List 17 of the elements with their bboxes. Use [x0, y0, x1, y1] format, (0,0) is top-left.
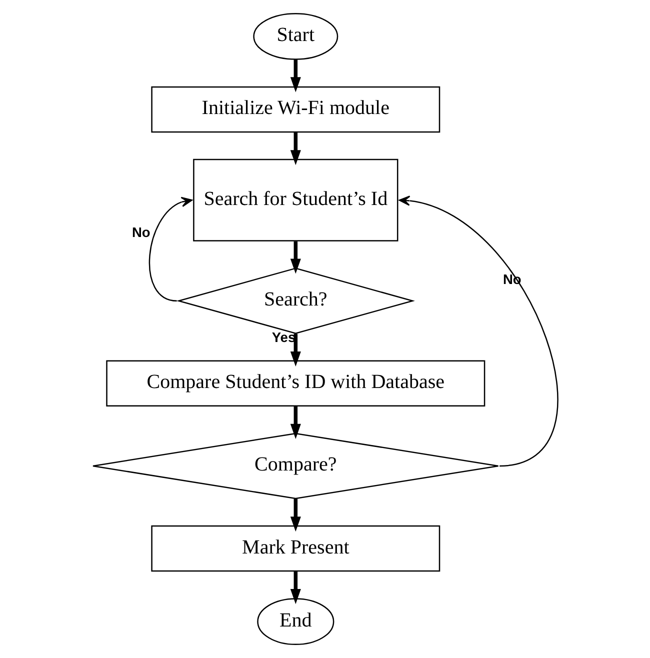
node-box: Search for Student’s Id — [192, 158, 398, 242]
node-diamond: Compare? — [92, 432, 498, 500]
node-ellipse: Start — [252, 12, 338, 60]
arrow — [148, 196, 192, 302]
arrow — [290, 241, 300, 274]
node-box: Mark Present — [150, 525, 440, 572]
arrow — [290, 60, 300, 92]
edge-label: No — [131, 225, 150, 240]
arrow — [290, 334, 300, 367]
node-ellipse: End — [256, 598, 334, 646]
arrow — [398, 196, 558, 467]
arrow — [290, 571, 300, 604]
arrow — [290, 498, 300, 532]
node-box: Initialize Wi-Fi module — [150, 86, 440, 133]
node-box: Compare Student’s ID with Database — [106, 360, 485, 407]
arrow — [290, 406, 300, 439]
arrow — [290, 132, 300, 166]
